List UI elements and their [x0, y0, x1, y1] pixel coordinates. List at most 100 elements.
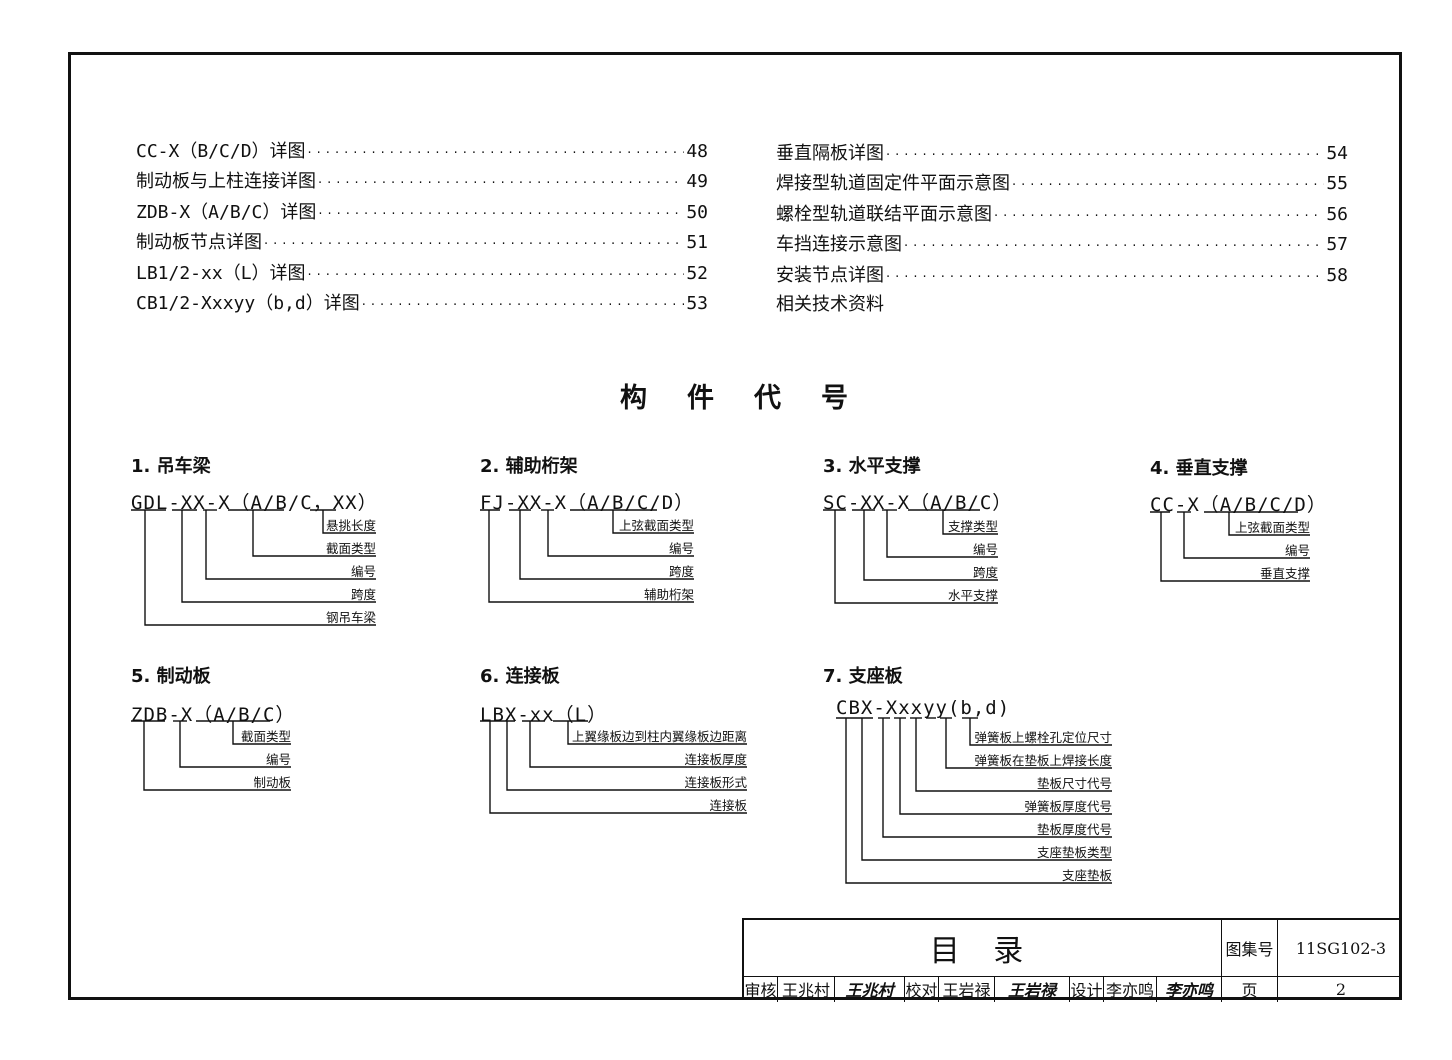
code-part-label: 悬挑长度 [325, 518, 376, 533]
toc-item-title: LB1/2-xx（L）详图 [136, 263, 306, 284]
group-title: 1. 吊车梁 [131, 456, 211, 477]
toc-item-title: CB1/2-Xxxyy（b,d）详图 [136, 293, 360, 314]
code-part-label: 支座垫板类型 [1036, 845, 1112, 860]
component-code: SC-XX-X（A/B/C） [823, 492, 1013, 514]
component-code: FJ-XX-X（A/B/C/D） [480, 492, 695, 514]
toc-item-title: 垂直隔板详图 [776, 143, 884, 164]
code-part-label: 连接板形式 [684, 775, 747, 790]
reviewer-signature: 王兆村 [835, 976, 905, 1002]
code-part-label: 编号 [668, 541, 694, 556]
group-title: 5. 制动板 [131, 666, 211, 687]
toc-left-item[interactable]: ZDB-X（A/B/C）详图 50 [136, 200, 708, 226]
title-block: 目 录 图集号 11SG102-3 审核 王兆村 王兆村 校对 王岩禄 王岩禄 … [742, 918, 1402, 1002]
toc-item-title: 相关技术资料 [776, 294, 884, 315]
code-part-label: 跨度 [350, 587, 376, 602]
atlas-number: 11SG102-3 [1295, 938, 1387, 958]
toc-leader-dots [904, 234, 1324, 260]
toc-leader-dots [318, 202, 684, 228]
design-label: 设计 [1070, 976, 1104, 1002]
atlas-label: 图集号 [1222, 920, 1278, 976]
toc-right-item[interactable]: 焊接型轨道固定件平面示意图55 [776, 171, 1348, 197]
drawing-frame [68, 52, 1402, 1000]
toc-item-page: 53 [686, 293, 708, 314]
toc-item-page: 57 [1326, 234, 1348, 255]
designer-name: 李亦鸣 [1104, 976, 1157, 1002]
code-part-label: 连接板厚度 [684, 752, 747, 767]
toc-item-title: ZDB-X（A/B/C）详图 [136, 202, 317, 223]
check-label: 校对 [905, 976, 939, 1002]
group-title: 6. 连接板 [480, 666, 560, 687]
code-part-label: 上翼缘板边到柱内翼缘板边距离 [571, 729, 747, 744]
code-part-label: 弹簧板上螺栓孔定位尺寸 [974, 730, 1112, 745]
title-block-divider [744, 976, 1402, 977]
code-part-label: 垫板尺寸代号 [1036, 776, 1112, 791]
toc-leader-dots [886, 265, 1324, 291]
component-code: LBX-xx（L） [480, 704, 608, 726]
group-title: 7. 支座板 [823, 666, 903, 687]
code-part-label: 跨度 [972, 565, 998, 580]
checker-signature: 王岩禄 [995, 976, 1070, 1002]
component-code: ZDB-X（A/B/C） [131, 704, 296, 726]
toc-right-item[interactable]: 垂直隔板详图 54 [776, 141, 1348, 167]
toc-leader-dots [886, 143, 1324, 169]
code-part-label: 编号 [265, 752, 291, 767]
toc-leader-dots [318, 171, 684, 197]
toc-item-title: 焊接型轨道固定件平面示意图 [776, 173, 1010, 194]
code-part-label: 编号 [1284, 543, 1310, 558]
code-part-label: 弹簧板厚度代号 [1024, 799, 1112, 814]
toc-leader-dots [1012, 173, 1324, 199]
toc-leader-dots [994, 204, 1324, 230]
toc-item-title: CC-X（B/C/D）详图 [136, 141, 306, 162]
toc-item-page: 49 [686, 171, 708, 192]
toc-leader-dots [362, 293, 685, 319]
code-part-label: 上弦截面类型 [1234, 520, 1310, 535]
section-title: 构件代号 [620, 383, 888, 414]
toc-item-title: 安装节点详图 [776, 265, 884, 286]
toc-left-item[interactable]: 制动板节点详图 51 [136, 230, 708, 256]
toc-leader-dots [264, 232, 684, 258]
code-part-label: 截面类型 [240, 729, 291, 744]
toc-right-item[interactable]: 车挡连接示意图 57 [776, 232, 1348, 258]
toc-item-title: 螺栓型轨道联结平面示意图 [776, 204, 992, 225]
code-part-label: 水平支撑 [947, 588, 998, 603]
toc-left-item[interactable]: LB1/2-xx（L）详图52 [136, 261, 708, 287]
toc-left-item[interactable]: CC-X（B/C/D）详图 48 [136, 139, 708, 165]
page-number: 2 [1335, 979, 1347, 999]
code-part-label: 连接板 [709, 798, 747, 813]
group-title: 3. 水平支撑 [823, 456, 921, 477]
toc-item-page: 50 [686, 202, 708, 223]
code-part-label: 支撑类型 [947, 519, 998, 534]
toc-left-item[interactable]: CB1/2-Xxxyy（b,d）详图 53 [136, 291, 708, 317]
toc-item-page: 48 [686, 141, 708, 162]
toc-right-item[interactable]: 安装节点详图58 [776, 263, 1348, 289]
code-part-label: 截面类型 [325, 541, 376, 556]
code-part-label: 支座垫板 [1061, 868, 1112, 883]
code-part-label: 钢吊车梁 [325, 610, 376, 625]
toc-item-page: 51 [686, 232, 708, 253]
code-part-label: 编号 [972, 542, 998, 557]
code-part-label: 辅助桁架 [643, 587, 694, 602]
reviewer-name: 王兆村 [778, 976, 835, 1002]
group-title: 2. 辅助桁架 [480, 456, 578, 477]
page-label: 页 [1222, 976, 1278, 1002]
code-part-label: 跨度 [668, 564, 694, 579]
code-part-label: 垫板厚度代号 [1036, 822, 1112, 837]
component-code: CC-X（A/B/C/D） [1150, 494, 1327, 516]
code-part-label: 制动板 [253, 775, 291, 790]
toc-item-page: 54 [1326, 143, 1348, 164]
review-label: 审核 [744, 976, 778, 1002]
toc-item-title: 制动板与上柱连接详图 [136, 171, 316, 192]
toc-right-item[interactable]: 相关技术资料 [776, 292, 1076, 318]
toc-left-item[interactable]: 制动板与上柱连接详图 49 [136, 169, 708, 195]
group-title: 4. 垂直支撑 [1150, 458, 1248, 479]
toc-leader-dots [308, 263, 685, 289]
toc-item-title: 车挡连接示意图 [776, 234, 902, 255]
code-part-label: 弹簧板在垫板上焊接长度 [974, 753, 1112, 768]
drawing-title: 目 录 [744, 920, 1222, 976]
toc-leader-dots [308, 141, 685, 167]
toc-right-item[interactable]: 螺栓型轨道联结平面示意图56 [776, 202, 1348, 228]
code-part-label: 编号 [350, 564, 376, 579]
code-part-label: 垂直支撑 [1259, 566, 1310, 581]
checker-name: 王岩禄 [939, 976, 995, 1002]
toc-item-title: 制动板节点详图 [136, 232, 262, 253]
